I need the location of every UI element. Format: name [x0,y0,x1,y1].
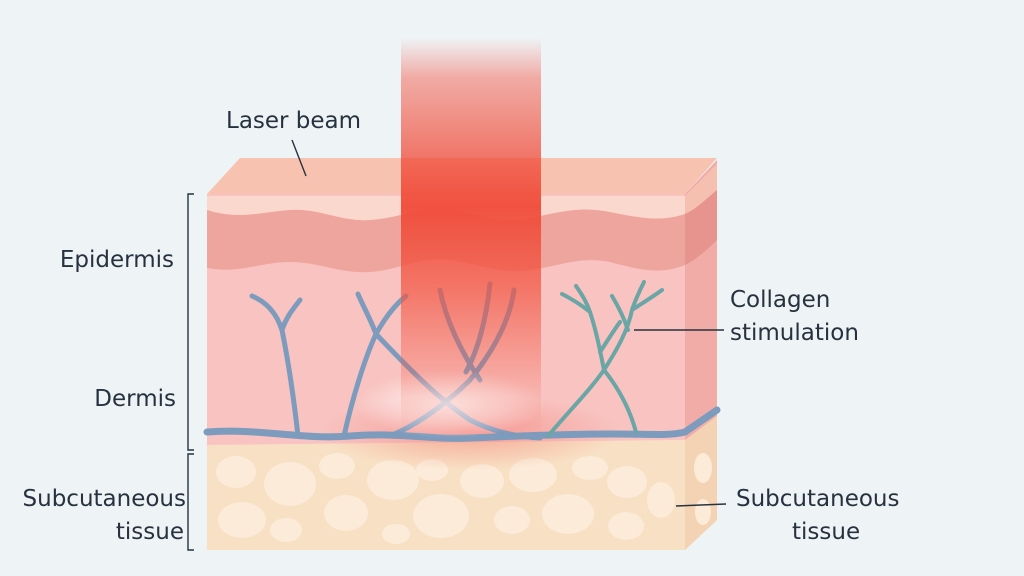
label-subcutaneous-left-line2: tissue [116,519,184,545]
bracket-epidermis-dermis [187,193,194,451]
collagen-fibers [546,280,664,438]
leader-laser-beam [291,139,307,177]
label-collagen-line1: Collagen [730,287,830,313]
label-epidermis: Epidermis [60,247,174,273]
label-subcutaneous-right-line2: tissue [792,519,860,545]
bracket-subcutaneous [187,453,194,551]
label-subcutaneous-right-line1: Subcutaneous [736,486,899,512]
label-collagen-line2: stimulation [730,320,859,346]
labels: Laser beam Epidermis Dermis Subcutaneous… [23,108,899,551]
laser-beam [401,38,541,438]
leader-subcutaneous-right [675,503,727,507]
fat-cells [216,453,712,544]
label-laser-beam: Laser beam [226,108,361,134]
label-subcutaneous-left-line1: Subcutaneous [23,486,186,512]
label-dermis: Dermis [94,386,176,412]
